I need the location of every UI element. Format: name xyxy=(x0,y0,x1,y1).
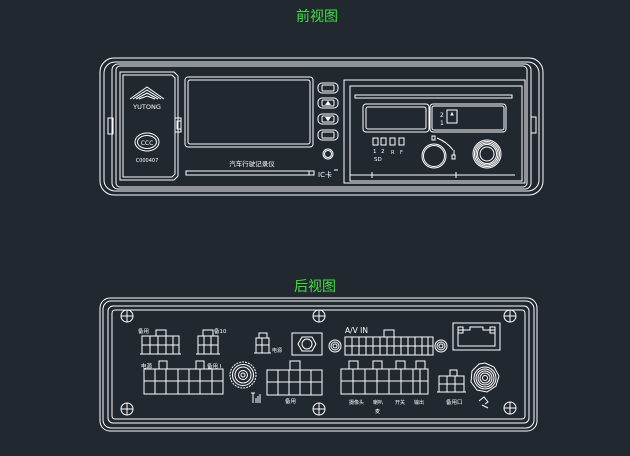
rear-outer-frame xyxy=(99,297,538,432)
label-output: 输出 xyxy=(414,399,424,406)
screw-icon xyxy=(312,402,326,416)
connector-backup-port xyxy=(437,369,466,393)
screw-icon xyxy=(312,309,326,323)
label-power-main: 电源 xyxy=(141,362,153,370)
lcd-screen xyxy=(184,76,314,148)
phone-antenna-icon xyxy=(478,396,489,409)
flip-cover xyxy=(119,71,179,181)
connector-power-small xyxy=(254,332,271,354)
brand-logo-text: YUTONG xyxy=(132,103,161,111)
screw-icon xyxy=(120,402,134,416)
button-down[interactable] xyxy=(317,113,339,125)
small-nut-icon xyxy=(434,339,448,353)
lock-label-1: 1 xyxy=(440,120,444,127)
gps-antenna-connector xyxy=(229,361,257,389)
arrow-down-icon xyxy=(325,117,331,122)
gsm-antenna-connector xyxy=(470,362,500,393)
label-av-in: A/V IN xyxy=(345,326,368,335)
front-view-title: 前视图 xyxy=(296,9,338,25)
led-label-1: 1 xyxy=(373,149,377,155)
label-switch: 开关 xyxy=(395,399,405,406)
sd-label: SD xyxy=(374,157,382,163)
lock-indicator xyxy=(446,109,458,124)
arrow-up-icon xyxy=(325,100,331,105)
small-nut-icon xyxy=(328,339,342,353)
connector-output xyxy=(412,360,429,395)
label-backup-i: 备用 I xyxy=(207,362,222,370)
connector-speaker xyxy=(364,360,390,395)
led-label-f: F xyxy=(400,150,403,156)
front-view: YUTONG CCC C000407 汽车行驶记录仪 IC卡 xyxy=(99,57,544,196)
hex-nut-port xyxy=(291,332,323,356)
screw-icon xyxy=(120,309,134,323)
screw-icon xyxy=(503,309,517,323)
connector-backup-i xyxy=(177,360,224,395)
power-indicator-button[interactable] xyxy=(322,148,334,160)
screw-icon xyxy=(503,401,517,415)
cert-number: C000407 xyxy=(136,158,159,164)
brand-logo-icon xyxy=(129,86,165,100)
rear-view-title: 后视图 xyxy=(294,279,336,295)
connector-av-in xyxy=(344,329,434,356)
connector-switch xyxy=(388,360,414,395)
label-backup-10: 备10 xyxy=(214,327,227,335)
antenna-icon xyxy=(251,392,261,403)
left-mount-slot xyxy=(107,117,114,135)
device-name-label: 汽车行驶记录仪 xyxy=(229,159,275,168)
connector-backup-10 xyxy=(196,329,220,355)
connector-power-main xyxy=(143,360,179,395)
led-label-2: 2 xyxy=(381,149,385,155)
lock-label-2: 2 xyxy=(440,112,444,119)
label-center-backup: 备用 xyxy=(285,397,296,405)
front-outer-bezel xyxy=(99,57,544,196)
button-menu[interactable] xyxy=(317,82,339,94)
button-up[interactable] xyxy=(317,97,339,109)
label-camera: 摄像头 xyxy=(349,399,364,406)
round-connector xyxy=(472,139,502,169)
hdd-window xyxy=(362,103,430,133)
right-mount-slot xyxy=(530,116,537,134)
led-indicators xyxy=(372,137,405,146)
lock-knob[interactable] xyxy=(421,135,456,169)
ccc-label: CCC xyxy=(141,140,154,147)
label-backup-1: 备用 xyxy=(138,327,149,335)
led-label-r: R xyxy=(391,150,395,156)
connector-center-backup xyxy=(266,360,323,396)
connector-camera xyxy=(340,360,366,395)
ethernet-port[interactable] xyxy=(452,322,501,351)
ic-card-label: IC卡 xyxy=(318,170,332,179)
label-speaker: 喇叭 xyxy=(373,399,383,406)
label-backup-port: 备用口 xyxy=(446,398,463,406)
ic-card-slot[interactable] xyxy=(185,170,315,176)
label-mic: 麦 xyxy=(375,408,380,415)
label-power-small: 电源 xyxy=(272,347,282,354)
lock-window xyxy=(429,103,507,133)
rear-view: 备用 备10 电源 xyxy=(99,297,538,432)
button-ok[interactable] xyxy=(317,129,339,141)
connector-backup-1 xyxy=(140,329,181,355)
ccc-mark-icon xyxy=(134,132,160,152)
